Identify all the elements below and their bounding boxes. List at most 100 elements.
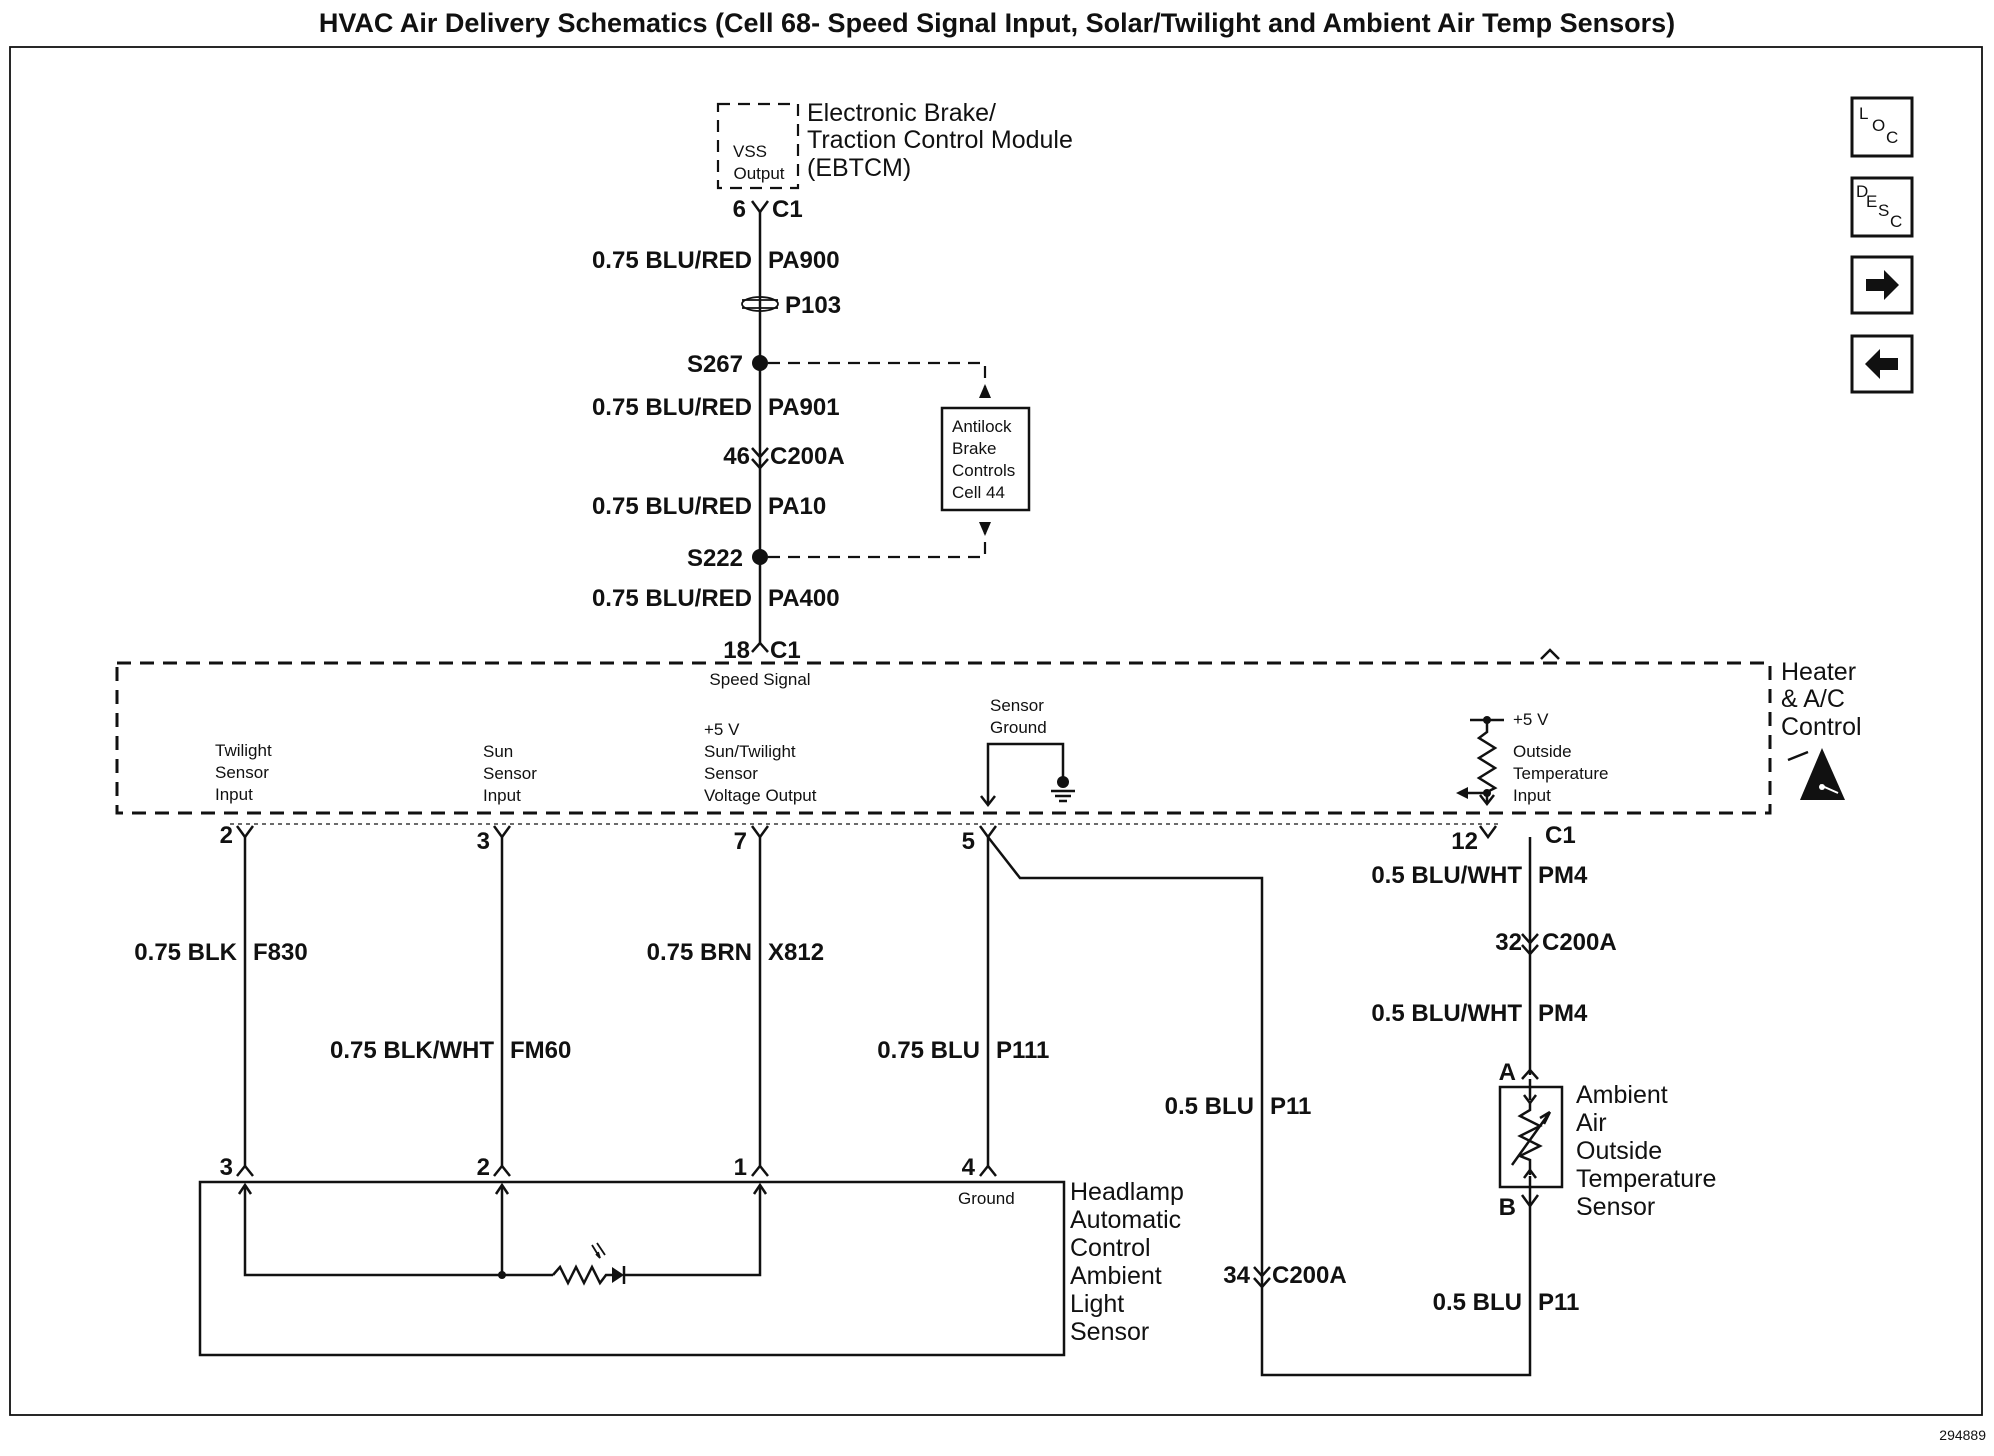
connector-symbol <box>493 1163 511 1177</box>
ebtcm-pin: 6 <box>733 196 746 223</box>
loc-button[interactable]: L O C <box>1850 96 1914 158</box>
splice-s222 <box>752 549 768 565</box>
wire-pm4-1-gauge: 0.5 BLU/WHT <box>1371 862 1522 889</box>
wire-x812-circuit: X812 <box>768 939 824 966</box>
hvac-module-box <box>115 661 1772 815</box>
headlamp-name-2: Automatic <box>1070 1206 1181 1234</box>
voltage-output-label-2: Sun/Twilight <box>704 742 796 761</box>
wire-pa10-gauge: 0.75 BLU/RED <box>592 493 752 520</box>
headlamp-internal-wiring <box>243 1187 762 1277</box>
connector-symbol <box>750 825 770 840</box>
page-title: HVAC Air Delivery Schematics (Cell 68- S… <box>319 8 1675 38</box>
sensor-ground-label-1: Sensor <box>990 696 1044 715</box>
headlamp-name-4: Ambient <box>1070 1262 1162 1290</box>
loc-letter-o: O <box>1872 116 1885 135</box>
headlamp-name-3: Control <box>1070 1234 1151 1262</box>
ambient-name-5: Sensor <box>1576 1193 1655 1221</box>
headlamp-pin-4: 4 <box>962 1154 976 1181</box>
ambient-air-temp-sensor: A B Ambient Air Outside Temperature Sens… <box>1499 1059 1717 1221</box>
arrow-down-icon <box>1479 794 1495 807</box>
passthrough-grommet-icon <box>741 296 779 312</box>
desc-letter-c: C <box>1890 212 1902 231</box>
pin-twilight: 2 <box>220 822 233 849</box>
arrow-up-icon <box>979 384 991 398</box>
wire-p11-branch-gauge: 0.5 BLU <box>1165 1093 1254 1120</box>
twilight-input-label-2: Sensor <box>215 763 269 782</box>
antilock-dashed-link-bottom <box>768 518 987 559</box>
arrow-left-icon <box>1865 349 1898 379</box>
connector-symbol <box>1521 1068 1539 1080</box>
wire-f830-gauge: 0.75 BLK <box>134 939 237 966</box>
photo-resistor-icon <box>552 1264 612 1286</box>
hvac-connector-c1: C1 <box>1545 822 1576 849</box>
wire-p11-return-circuit: P11 <box>1538 1289 1579 1316</box>
loc-letter-c: C <box>1886 128 1898 147</box>
voltage-output-label-1: +5 V <box>704 720 740 739</box>
antilock-line-4: Cell 44 <box>952 483 1005 502</box>
pin-ground: 5 <box>962 828 975 855</box>
splice-s222-label: S222 <box>687 545 743 572</box>
desc-letter-d: D <box>1856 182 1868 201</box>
connector-symbol <box>751 1163 769 1177</box>
arrow-down-icon <box>980 795 996 808</box>
antilock-brake-reference[interactable]: Antilock Brake Controls Cell 44 <box>768 361 1031 559</box>
wire-pa901-gauge: 0.75 BLU/RED <box>592 394 752 421</box>
wire-p111-circuit: P111 <box>996 1037 1049 1064</box>
wire-fm60-gauge: 0.75 BLK/WHT <box>330 1037 494 1064</box>
forward-button[interactable] <box>1850 255 1914 315</box>
arrow-up-icon <box>1523 1167 1537 1179</box>
wire-pa900-gauge: 0.75 BLU/RED <box>592 247 752 274</box>
wire-x812-gauge: 0.75 BRN <box>647 939 752 966</box>
inline-c200a-46-connector: C200A <box>770 443 845 470</box>
loc-letter-l: L <box>1859 104 1868 123</box>
ambient-name-3: Outside <box>1576 1137 1662 1165</box>
ambient-name-1: Ambient <box>1576 1081 1668 1109</box>
inline-c200a-32-pin: 32 <box>1495 929 1522 956</box>
diagram-border <box>9 46 1983 1416</box>
headlamp-name-5: Light <box>1070 1290 1124 1318</box>
wire-p111-gauge: 0.75 BLU <box>877 1037 980 1064</box>
headlamp-name-1: Headlamp <box>1070 1178 1184 1206</box>
outside-temp-supply: +5 V <box>1513 710 1549 729</box>
sensor-ground-internal-wire <box>986 742 1065 803</box>
wire-pm4-1-circuit: PM4 <box>1538 862 1588 889</box>
headlamp-pin-1: 1 <box>734 1154 747 1181</box>
arrow-down-icon <box>979 522 991 536</box>
inline-c200a-32-connector: C200A <box>1542 929 1617 956</box>
desc-button[interactable]: D E S C <box>1850 176 1914 238</box>
ebtcm-name-line-3: (EBTCM) <box>807 154 911 182</box>
connector-symbol <box>751 641 769 653</box>
ground-icon <box>1051 776 1075 803</box>
outside-temp-label-3: Input <box>1513 786 1551 805</box>
ebtcm-vss-label: VSS <box>733 142 767 161</box>
twilight-input-label-1: Twilight <box>215 741 272 760</box>
antilock-line-1: Antilock <box>952 417 1012 436</box>
headlamp-ambient-light-sensor: 3 2 1 4 Ground Headlamp Automatic Contro… <box>198 1154 1184 1357</box>
connector-symbol <box>978 825 998 840</box>
ebtcm-box <box>716 102 800 190</box>
wire-pa400-circuit: PA400 <box>768 585 840 612</box>
inline-connector-symbol <box>751 447 769 470</box>
desc-letter-e: E <box>1866 192 1877 211</box>
arrow-left-icon <box>1456 787 1468 799</box>
ebtcm-name-line-2: Traction Control Module <box>807 126 1073 154</box>
wire-pm4-2-circuit: PM4 <box>1538 1000 1588 1027</box>
headlamp-ground-label: Ground <box>958 1189 1015 1208</box>
light-rays-icon <box>591 1242 606 1259</box>
pin-outside: 12 <box>1451 828 1478 855</box>
pin-voltage: 7 <box>734 828 747 855</box>
ambient-pin-a: A <box>1499 1059 1516 1086</box>
ebtcm-module: VSS Output Electronic Brake/ Traction Co… <box>716 99 1073 223</box>
desc-letter-s: S <box>1878 201 1889 220</box>
diode-icon <box>612 1267 624 1283</box>
wire-p11-branch <box>987 836 1532 1377</box>
wire-f830-circuit: F830 <box>253 939 308 966</box>
connector-symbol <box>236 1163 254 1177</box>
back-button[interactable] <box>1850 334 1914 394</box>
sun-input-label-2: Sensor <box>483 764 537 783</box>
passthrough-label: P103 <box>785 292 841 319</box>
splice-s267 <box>752 355 768 371</box>
inline-c200a-34-connector: C200A <box>1272 1262 1347 1289</box>
resistor-icon <box>1476 720 1498 803</box>
